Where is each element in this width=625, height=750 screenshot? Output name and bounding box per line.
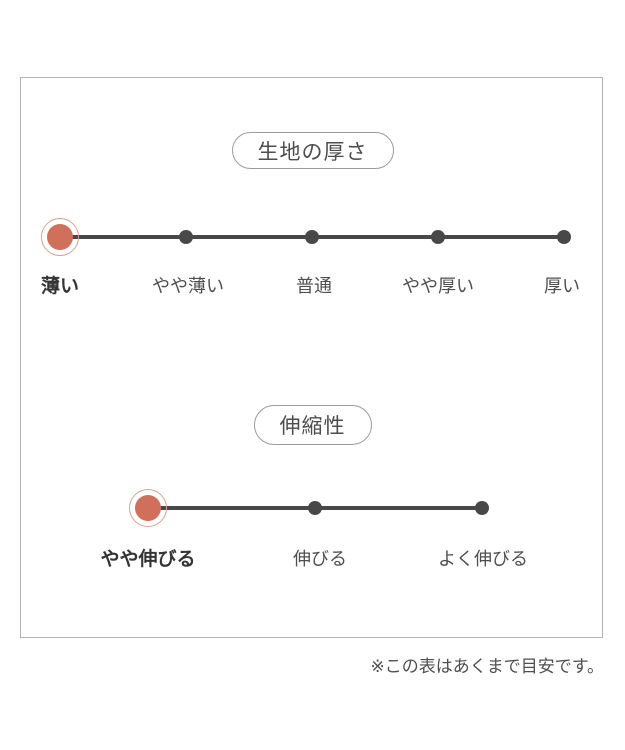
selected-marker-dot	[47, 224, 73, 250]
chart-frame	[20, 77, 603, 638]
scale-point	[308, 501, 322, 515]
scale-label-somewhat-thin: やや薄い	[152, 276, 224, 296]
scale-title-pill-stretch: 伸縮性	[253, 405, 372, 445]
scale-label-stretches-well: よく伸びる	[438, 549, 528, 569]
scale-point	[179, 230, 193, 244]
scale-point	[305, 230, 319, 244]
scale-label-normal: 普通	[296, 276, 332, 296]
scale-label-stretches: 伸びる	[293, 549, 347, 569]
scale-point	[557, 230, 571, 244]
disclaimer-footnote: ※この表はあくまで目安です。	[370, 657, 604, 676]
scale-label-stretches-somewhat: やや伸びる	[100, 549, 196, 570]
scale-title-stretch: 伸縮性	[279, 415, 346, 438]
scale-point	[431, 230, 445, 244]
scale-point	[475, 501, 489, 515]
scale-label-somewhat-thick: やや厚い	[402, 276, 474, 296]
scale-label-thin: 薄い	[40, 276, 80, 297]
selected-marker-ring	[129, 489, 167, 527]
scale-title-fabric-thickness: 生地の厚さ	[257, 140, 368, 164]
selected-marker-ring	[41, 218, 79, 256]
scale-label-thick: 厚い	[544, 276, 580, 296]
scale-title-pill-fabric-thickness: 生地の厚さ	[231, 132, 394, 169]
selected-marker-dot	[135, 495, 161, 521]
